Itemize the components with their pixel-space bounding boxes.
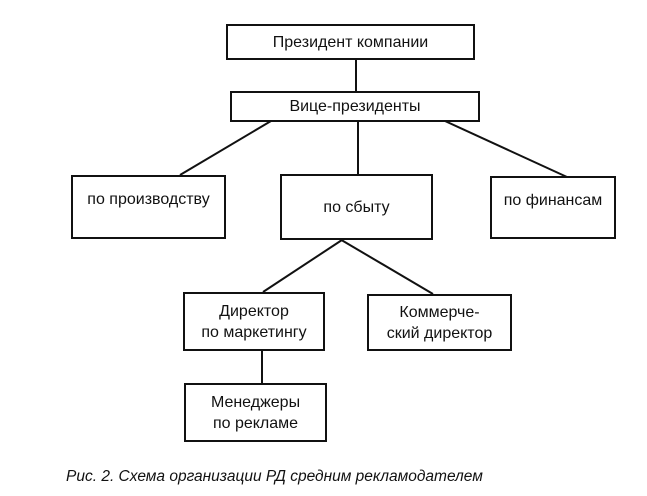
node-vp-finance: по финансам — [490, 176, 616, 239]
node-vp-production-label: по производству — [87, 191, 210, 208]
edge-vice-presidents-production — [179, 120, 272, 176]
node-marketing-director-line1: Директор — [219, 302, 289, 320]
node-vice-presidents-label: Вице-президенты — [289, 98, 421, 115]
edge-vice-presidents-finance — [444, 120, 568, 178]
node-ad-managers-line2: по рекламе — [212, 414, 299, 432]
node-vp-sales: по сбыту — [280, 174, 433, 240]
node-ad-managers-line1: Менеджеры — [210, 393, 301, 411]
node-president-label: Президент компании — [272, 33, 429, 51]
edge-sales-commercial-director — [337, 237, 434, 295]
edge-sales-marketing-director — [262, 237, 346, 293]
node-commercial-director-line2: ский директор — [386, 324, 493, 342]
node-marketing-director: Директор по маркетингу — [183, 292, 325, 351]
node-vice-presidents: Вице-президенты — [230, 91, 480, 122]
node-commercial-director-line1: Коммерче- — [399, 303, 480, 321]
node-vp-sales-label: по сбыту — [323, 198, 390, 216]
node-marketing-director-line2: по маркетингу — [201, 323, 307, 341]
node-president: Президент компании — [226, 24, 475, 60]
figure-caption: Рис. 2. Схема организации РД средним рек… — [66, 468, 483, 485]
node-ad-managers: Менеджеры по рекламе — [184, 383, 327, 442]
node-vp-finance-label: по финансам — [503, 192, 603, 209]
node-commercial-director: Коммерче- ский директор — [367, 294, 512, 351]
node-vp-production: по производству — [71, 175, 226, 239]
